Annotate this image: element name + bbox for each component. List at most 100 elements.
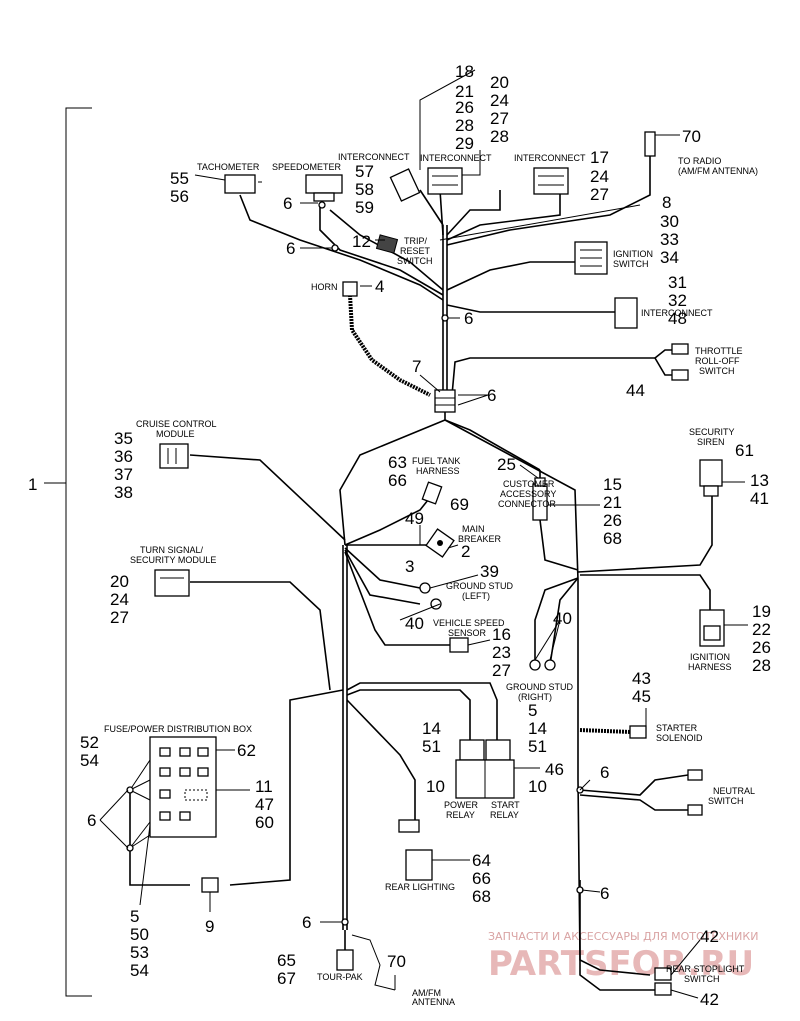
- label-ignition-harness-1: IGNITION: [690, 652, 730, 662]
- label-rear-stoplight-1: REAR STOPLIGHT: [666, 964, 745, 974]
- label-trip-reset-2: RESET: [400, 246, 431, 256]
- callout-49: 49: [405, 509, 424, 528]
- callout-50: 50: [130, 925, 149, 944]
- rear-lighting-connector: [398, 819, 433, 881]
- label-start-relay-2: RELAY: [490, 810, 519, 820]
- callout-30: 30: [660, 212, 679, 231]
- ignition-harness-connector: [699, 609, 725, 647]
- callout-42-b: 42: [700, 990, 719, 1009]
- label-starter-2: SOLENOID: [656, 733, 703, 743]
- fuse-power-distribution-box: [129, 736, 217, 849]
- callout-37: 37: [114, 465, 133, 484]
- label-ignition-switch-1: IGNITION: [613, 249, 653, 259]
- callout-28: 28: [455, 116, 474, 135]
- label-start-relay-1: START: [491, 800, 520, 810]
- callout-44: 44: [626, 381, 645, 400]
- callout-67: 67: [277, 969, 296, 988]
- callout-26c: 26: [752, 638, 771, 657]
- callout-5-a: 5: [528, 701, 537, 720]
- label-power-relay-2: RELAY: [446, 810, 475, 820]
- callout-31: 31: [668, 273, 687, 292]
- starter-solenoid-connector: [629, 725, 647, 739]
- callout-24c: 24: [110, 590, 129, 609]
- label-ground-left-1: GROUND STUD: [446, 581, 513, 591]
- label-vss-1: VEHICLE SPEED: [433, 618, 505, 628]
- label-customer-3: CONNECTOR: [498, 499, 556, 509]
- label-ground-left-2: (LEFT): [462, 591, 490, 601]
- label-interconnect-2: INTERCONNECT: [420, 153, 492, 163]
- callout-25: 25: [497, 455, 516, 474]
- callout-59: 59: [355, 198, 374, 217]
- relay-block: [455, 739, 515, 799]
- label-turn-signal-1: TURN SIGNAL/: [140, 545, 204, 555]
- callout-5-b: 5: [130, 907, 139, 926]
- callout-65: 65: [277, 951, 296, 970]
- label-neutral-2: SWITCH: [708, 796, 744, 806]
- callout-54b: 54: [130, 961, 149, 980]
- label-ground-right-2: (RIGHT): [518, 692, 552, 702]
- callout-14-b: 14: [528, 719, 547, 738]
- label-amfm-2: ANTENNA: [412, 997, 455, 1007]
- cable-straps: [126, 201, 584, 926]
- callout-52: 52: [80, 733, 99, 752]
- callout-39: 39: [480, 562, 499, 581]
- fuel-tank-harness-connector: [421, 481, 443, 505]
- callout-58: 58: [355, 180, 374, 199]
- callout-27b: 27: [590, 185, 609, 204]
- label-siren-1: SECURITY: [689, 427, 735, 437]
- trip-reset-switch: [375, 234, 399, 254]
- label-trip-reset-1: TRIP/: [404, 236, 428, 246]
- callout-51-a: 51: [422, 737, 441, 756]
- harness-clip-9: [201, 877, 219, 893]
- callout-1: 1: [28, 475, 37, 494]
- callout-12: 12: [352, 232, 371, 251]
- callout-17: 17: [590, 148, 609, 167]
- callout-8: 8: [662, 193, 671, 212]
- callout-11: 11: [255, 777, 273, 796]
- callout-62: 62: [237, 741, 256, 760]
- label-neutral-1: NEUTRAL: [713, 786, 755, 796]
- callout-6-a: 6: [283, 194, 292, 213]
- rear-stoplight-connectors: [654, 967, 672, 996]
- callout-55: 55: [170, 169, 189, 188]
- label-rear-stoplight-2: SWITCH: [684, 974, 720, 984]
- label-throttle-3: SWITCH: [699, 366, 735, 376]
- callout-33: 33: [660, 230, 679, 249]
- callout-26: 26: [455, 98, 474, 117]
- label-to-radio-2: (AM/FM ANTENNA): [678, 166, 758, 176]
- callout-6-c: 6: [464, 309, 473, 328]
- label-amfm-1: AM/FM: [412, 988, 441, 998]
- label-ignition-switch-2: SWITCH: [613, 259, 649, 269]
- callout-66: 66: [388, 471, 407, 490]
- callout-32: 32: [668, 291, 687, 310]
- callout-54: 54: [80, 751, 99, 770]
- callout-22: 22: [752, 620, 771, 639]
- radio-antenna-connector: [644, 131, 656, 157]
- callout-60: 60: [255, 813, 274, 832]
- interconnect-connector-left: [389, 168, 421, 202]
- callout-40-a: 40: [405, 614, 424, 633]
- callout-21b: 21: [603, 493, 622, 512]
- callout-34: 34: [660, 248, 679, 267]
- callout-15: 15: [603, 475, 622, 494]
- callout-23: 23: [492, 643, 511, 662]
- callout-2: 2: [461, 542, 470, 561]
- callout-16: 16: [492, 625, 511, 644]
- callout-24b: 24: [590, 167, 609, 186]
- callout-6-b: 6: [286, 239, 295, 258]
- watermark-text: ЗАПЧАСТИ И АКСЕССУАРЫ ДЛЯ МОТОТЕХНИКИ: [488, 930, 758, 943]
- callout-48-visible: 48: [668, 309, 687, 328]
- callout-27d: 27: [492, 661, 511, 680]
- callout-28c: 28: [752, 656, 771, 675]
- callout-38: 38: [114, 483, 133, 502]
- tachometer-connector: [224, 174, 262, 194]
- assembly-bracket: [65, 107, 92, 997]
- callout-42-a: 42: [700, 927, 719, 946]
- callout-61: 61: [735, 441, 754, 460]
- callout-63: 63: [388, 453, 407, 472]
- callout-53: 53: [130, 943, 149, 962]
- callout-9: 9: [205, 917, 214, 936]
- callout-70-b: 70: [387, 952, 406, 971]
- interconnect-connector-center: [427, 167, 463, 195]
